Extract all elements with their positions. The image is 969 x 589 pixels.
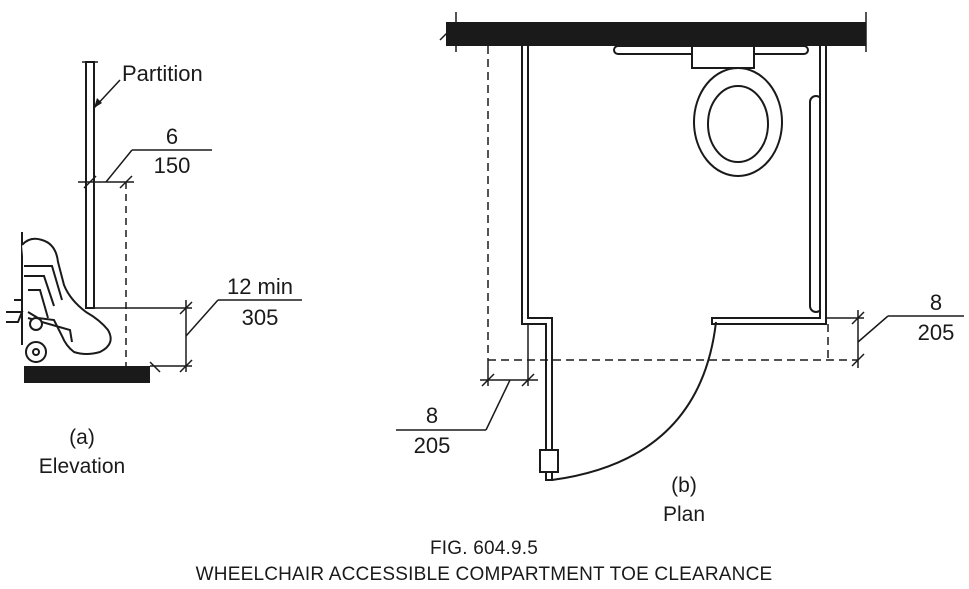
dim12-tick-top bbox=[179, 301, 193, 315]
plan-dim-left-leader bbox=[485, 379, 511, 431]
elev-dim-top-in: 6 bbox=[166, 124, 178, 149]
plan-dim-left-in: 8 bbox=[426, 403, 438, 428]
partition-label: Partition bbox=[122, 61, 203, 86]
door-swing-arc bbox=[551, 321, 717, 481]
left-partition bbox=[521, 46, 553, 481]
dim6-leader bbox=[105, 149, 133, 183]
plan-dim-right-leader bbox=[857, 315, 889, 343]
figure-number: FIG. 604.9.5 bbox=[430, 538, 538, 559]
back-wall-break bbox=[439, 27, 453, 41]
plan-dim-left-tick-a bbox=[481, 373, 495, 387]
plan-dim-left-mm: 205 bbox=[414, 433, 451, 458]
plan-dim-right-mm: 205 bbox=[918, 320, 955, 345]
door-hinge bbox=[539, 449, 559, 473]
dim6-tick-right bbox=[119, 175, 133, 189]
elevation-floor bbox=[24, 366, 150, 383]
elev-caption-name: Elevation bbox=[39, 455, 125, 478]
elev-dim-min-mm: 305 bbox=[242, 305, 279, 330]
plan-dim-right-tick-bottom bbox=[851, 353, 865, 367]
toilet-fixture bbox=[691, 45, 783, 177]
right-partition bbox=[711, 46, 827, 325]
elev-dim-min-in: 12 min bbox=[227, 274, 293, 299]
dim12-leader bbox=[185, 299, 219, 337]
elev-caption-letter: (a) bbox=[69, 426, 95, 449]
figure-title: WHEELCHAIR ACCESSIBLE COMPARTMENT TOE CL… bbox=[196, 564, 773, 585]
dim6-tick-left bbox=[83, 175, 97, 189]
plan-caption-letter: (b) bbox=[671, 474, 697, 497]
elev-dim-top-mm: 150 bbox=[154, 153, 191, 178]
plan-view bbox=[396, 12, 964, 481]
plan-dim-left-tick-b bbox=[521, 373, 535, 387]
plan-caption-name: Plan bbox=[663, 503, 705, 526]
dim12-tick-bottom bbox=[179, 359, 193, 373]
partition-leader-arrow bbox=[94, 98, 102, 108]
plan-dim-right-in: 8 bbox=[930, 290, 942, 315]
elevation-view bbox=[6, 61, 302, 383]
toe-clearance-outline bbox=[487, 46, 858, 361]
floor-edge-tick bbox=[149, 361, 161, 373]
back-wall bbox=[446, 22, 866, 46]
wheelchair-footrest-illustration bbox=[6, 232, 112, 363]
plan-dim-right-tick-top bbox=[851, 311, 865, 325]
